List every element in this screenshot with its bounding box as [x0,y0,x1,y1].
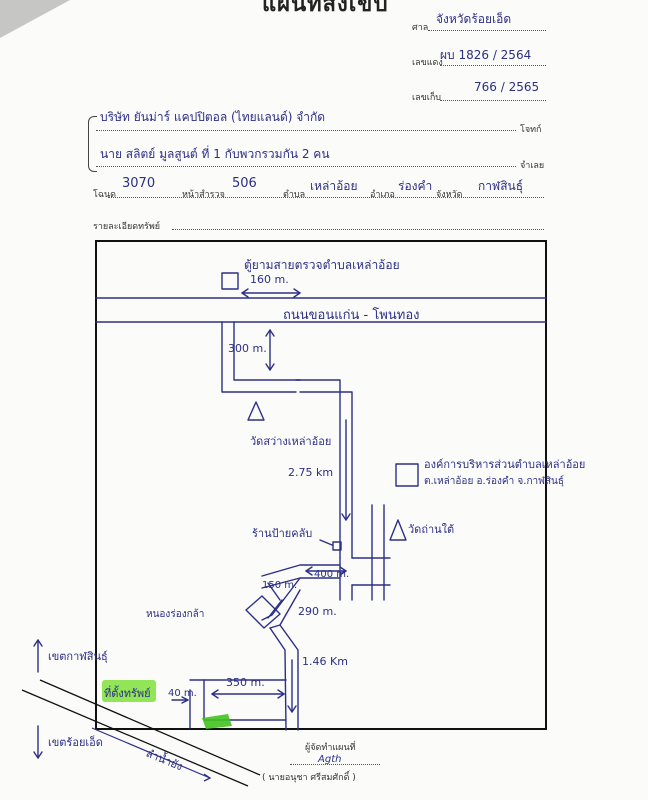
subdistrict-value: เหล่าอ้อย [310,179,358,193]
defendant-value: นาย สลิตย์ มูลสูนต์ ที่ 1 กับพวกรวมกัน 2… [100,147,330,161]
map-dist-350: 350 m. [226,676,265,689]
map-temple-north-label: วัดสว่างเหล่าอ้อย [250,435,332,448]
province-label: จังหวัด [436,190,463,200]
deed-label: โฉนด [93,190,116,200]
signer-name: ( นายอนุชา ศรีสมศักดิ์ ) [262,773,356,783]
storage-value: 766 / 2565 [474,80,540,94]
deed-line [108,197,544,198]
map-temple-south-label: วัดถ่านใต้ [408,523,455,536]
plaintiff-line [96,130,516,131]
police-box-icon [221,272,239,290]
map-dist-290: 290 m. [298,605,337,618]
shop-icon [332,541,342,551]
parties-brace [88,116,97,172]
pond-icon [245,595,281,629]
map-dist-300: 300 m. [228,342,267,355]
plaintiff-value: บริษัท ยันม่าร์ แคปปิตอล (ไทยแลนด์) จำกั… [100,110,326,124]
map-property-label: ที่ตั้งทรัพย์ [104,687,151,700]
map-frame [95,240,547,730]
survey-value: 506 [232,176,257,191]
canal-bank-top [21,689,249,787]
map-shop-label: ร้านป้ายคลับ [252,527,313,540]
defendant-line [96,166,516,167]
sao-office-icon [395,463,419,487]
storage-line [440,100,546,101]
subdistrict-label: ตำบล [283,190,306,200]
map-dist-150: 150 m. [262,580,298,591]
canal-bank-bottom [39,679,261,776]
property-plot [202,714,232,729]
folded-corner [0,0,70,38]
defendant-label: จำเลย [520,161,545,171]
property-detail-label: รายละเอียดทรัพย์ [93,222,161,232]
map-dist-160: 160 m. [250,273,289,286]
temple-north-icon [247,401,265,421]
map-police-box-label: ตู้ยามสายตรวจตำบลเหล่าอ้อย [244,258,400,272]
signature-line [290,764,380,765]
province-value: กาฬสินธุ์ [478,179,524,193]
case-red-value: ผบ 1826 / 2564 [440,48,532,62]
map-dist-275: 2.75 km [288,466,334,479]
map-sao-label-2: ต.เหล่าอ้อย อ.ร่องคำ จ.กาฬสินธุ์ [424,476,564,487]
storage-label: เลขเก็บ [412,93,441,103]
case-red-line [440,65,546,66]
map-dist-40: 40 m. [168,688,197,699]
property-detail-line [172,229,544,230]
plaintiff-label: โจทก์ [520,125,542,135]
deed-value: 3070 [122,176,156,191]
map-dist-146: 1.46 Km [302,655,348,668]
survey-label: หน้าสำรวจ [182,190,225,200]
district-label: อำเภอ [370,190,395,200]
court-line [428,30,546,31]
page-title: แผนที่สังเขป [262,0,389,17]
court-label: ศาล [412,23,429,33]
case-red-label: เลขแดง [412,58,443,68]
court-value: จังหวัดร้อยเอ็ด [436,12,512,26]
map-maker-label: ผู้จัดทำแผนที่ [305,743,356,753]
map-south-label: เขตร้อยเอ็ด [48,736,103,749]
signature-mark: Agth [318,754,342,765]
temple-south-icon [389,519,407,541]
map-sao-label-1: องค์การบริหารส่วนตำบลเหล่าอ้อย [424,458,586,471]
map-north-label: เขตกาฬสินธุ์ [48,650,108,663]
property-highlight [102,680,156,702]
map-pond-label: หนองร่องกล้า [146,609,205,620]
district-value: ร่องคำ [398,179,433,193]
map-main-road-label: ถนนขอนแก่น - โพนทอง [283,308,420,323]
map-dist-400: 400 m. [314,569,350,580]
